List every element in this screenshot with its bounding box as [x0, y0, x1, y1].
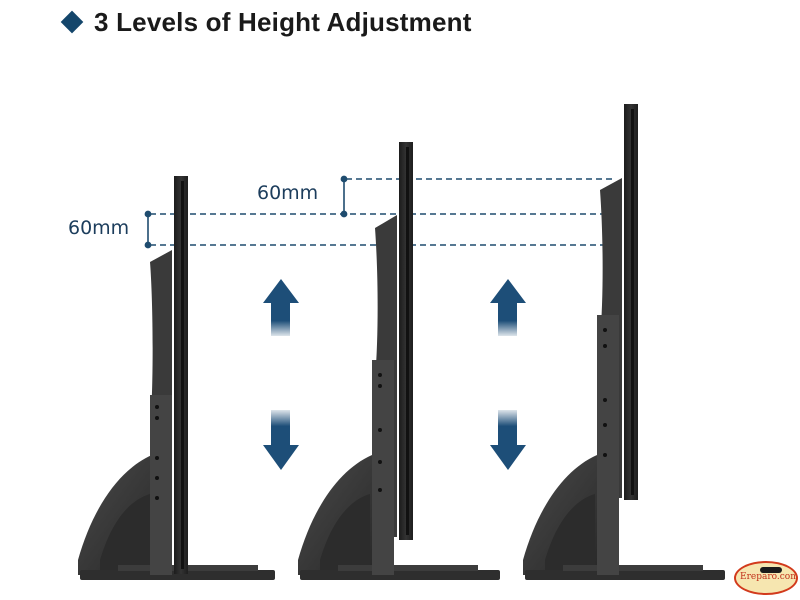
- left-dimension-label: 60mm: [68, 217, 130, 239]
- monitor-highest-position: [523, 104, 725, 580]
- arrow-up-icon: [263, 279, 299, 336]
- panther-icon: [760, 567, 782, 573]
- watermark-logo: Ereparo.com: [734, 561, 798, 595]
- stand-post-right: [597, 315, 619, 575]
- arrow-up-icon: [490, 279, 526, 336]
- stand-foot-left: [80, 570, 275, 580]
- monitor-middle-position: [298, 142, 500, 580]
- left-dimension-bracket: [144, 210, 152, 249]
- stand-foot-right: [525, 570, 725, 580]
- monitor-lowest-position: [78, 176, 275, 580]
- arrow-down-icon: [490, 410, 526, 470]
- title-text: 3 Levels of Height Adjustment: [94, 6, 472, 37]
- stand-post-left: [150, 395, 172, 575]
- middle-dimension-label: 60mm: [257, 182, 319, 204]
- stand-foot-middle: [300, 570, 500, 580]
- watermark-text: Ereparo.com: [740, 572, 798, 582]
- arrow-down-icon: [263, 410, 299, 470]
- middle-dimension-bracket: [340, 175, 348, 218]
- stand-post-middle: [372, 360, 394, 575]
- page-title: 3 Levels of Height Adjustment: [60, 2, 472, 42]
